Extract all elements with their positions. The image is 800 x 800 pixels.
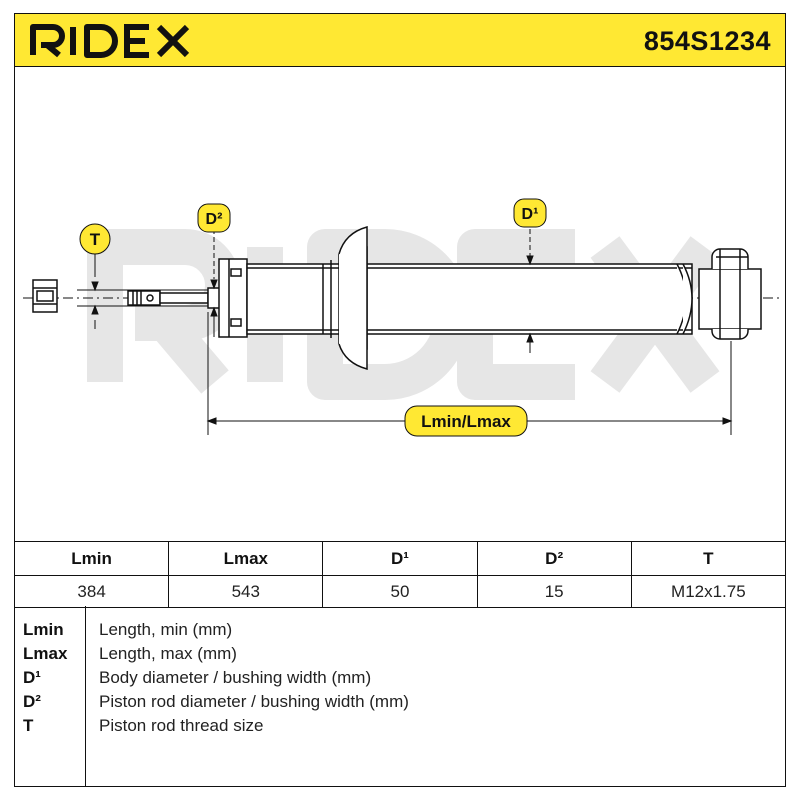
body-diameter-dimension [526, 229, 534, 353]
label-length-text: Lmin/Lmax [421, 412, 511, 431]
specs-value-d2: 15 [476, 575, 632, 608]
legend-description: Body diameter / bushing width (mm) [99, 668, 372, 687]
part-number: 854S1234 [643, 26, 771, 56]
legend-description: Length, max (mm) [99, 644, 237, 663]
legend-key: T [23, 716, 34, 735]
specs-value-t: M12x1.75 [630, 575, 787, 608]
label-d2: D² [197, 203, 231, 233]
nut-part [32, 279, 58, 313]
specs-value-d1: 50 [322, 575, 478, 608]
legend-description: Piston rod diameter / bushing width (mm) [99, 692, 409, 711]
specs-value-lmax: 543 [168, 575, 324, 608]
legend-description: Piston rod thread size [99, 716, 264, 735]
legend-row: Lmax Length, max (mm) [15, 644, 785, 668]
specs-value-row: 384 543 50 15 M12x1.75 [13, 575, 787, 608]
rod-diameter-dimension [210, 229, 218, 337]
label-d1: D¹ [513, 198, 547, 228]
legend-key: D² [23, 692, 41, 711]
brand-logo [29, 20, 199, 65]
piston-rod [127, 287, 221, 309]
top-cap [218, 258, 248, 338]
specs-header-d1: D¹ [322, 541, 478, 576]
legend-row: D¹ Body diameter / bushing width (mm) [15, 668, 785, 692]
shock-absorber-diagram: T D² D¹ Lmin/Lmax [23, 198, 780, 437]
header-bar: 854S1234 [14, 13, 786, 66]
legend-row: T Piston rod thread size [15, 716, 785, 740]
specs-header-lmin: Lmin [13, 541, 170, 576]
shock-body [246, 226, 693, 370]
specs-table: Lmin Lmax D¹ D² T 384 543 50 15 M12x1.75 [13, 541, 787, 608]
legend-key: Lmax [23, 644, 68, 663]
specs-header-d2: D² [476, 541, 632, 576]
specs-value-lmin: 384 [13, 575, 170, 608]
legend-key: Lmin [23, 620, 64, 639]
bottom-eye-bushing [698, 248, 762, 340]
label-length: Lmin/Lmax [404, 405, 528, 437]
specs-header-row: Lmin Lmax D¹ D² T [13, 541, 787, 576]
legend-row: D² Piston rod diameter / bushing width (… [15, 692, 785, 716]
ridex-logo-graphic [30, 24, 190, 58]
legend-divider [85, 606, 86, 786]
label-d1-text: D¹ [522, 206, 539, 223]
legend-description: Length, min (mm) [99, 620, 233, 639]
technical-drawing: T D² D¹ Lmin/Lmax [14, 66, 786, 542]
specs-header-t: T [630, 541, 787, 576]
legend-row: Lmin Length, min (mm) [15, 620, 785, 644]
legend-panel: Lmin Length, min (mm) Lmax Length, max (… [14, 606, 786, 787]
legend-key: D¹ [23, 668, 41, 687]
thread-dimension [77, 251, 215, 329]
label-t-text: T [90, 230, 101, 249]
label-d2-text: D² [206, 211, 223, 228]
label-t: T [79, 223, 111, 255]
specs-header-lmax: Lmax [168, 541, 324, 576]
